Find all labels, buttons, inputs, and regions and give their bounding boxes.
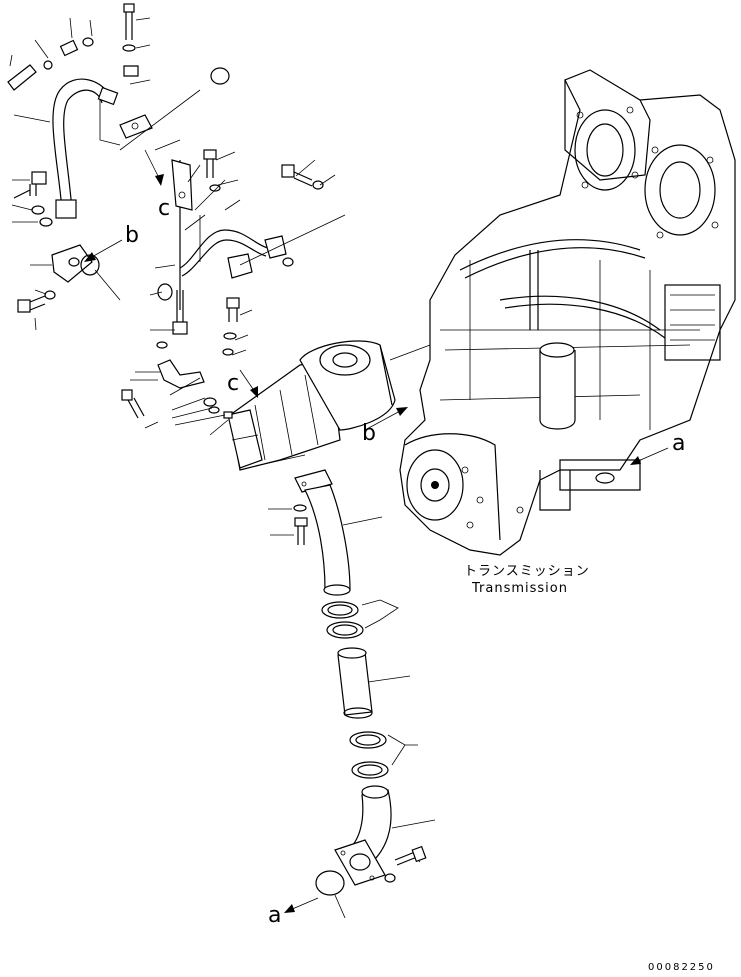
transmission-label: トランスミッション Transmission: [464, 564, 590, 596]
left-hose-assembly: [7, 3, 230, 313]
transmission-assembly: [399, 69, 736, 556]
leader-lines-upper-left: [9, 17, 201, 331]
ref-label-a-right: a: [672, 431, 685, 456]
drawing-number: 00082250: [648, 962, 715, 973]
ref-label-b-right: b: [362, 421, 376, 446]
reference-arrows: [84, 149, 669, 913]
leader-lines-middle: [130, 139, 346, 436]
ref-label-a-bottom: a: [268, 903, 281, 928]
transmission-label-jp: トランスミッション: [464, 564, 590, 579]
hydraulic-pump: [227, 340, 396, 471]
transmission-label-en: Transmission: [471, 581, 568, 596]
ref-label-c-middle: c: [227, 371, 239, 396]
reference-labels: c c b b a a: [125, 196, 685, 928]
middle-pipe-assembly: [121, 149, 324, 419]
ref-label-c-upper: c: [158, 196, 170, 221]
suction-pipe-train: [293, 469, 427, 896]
ref-label-b-left: b: [125, 223, 139, 248]
leader-lines-pipe: [254, 344, 436, 919]
